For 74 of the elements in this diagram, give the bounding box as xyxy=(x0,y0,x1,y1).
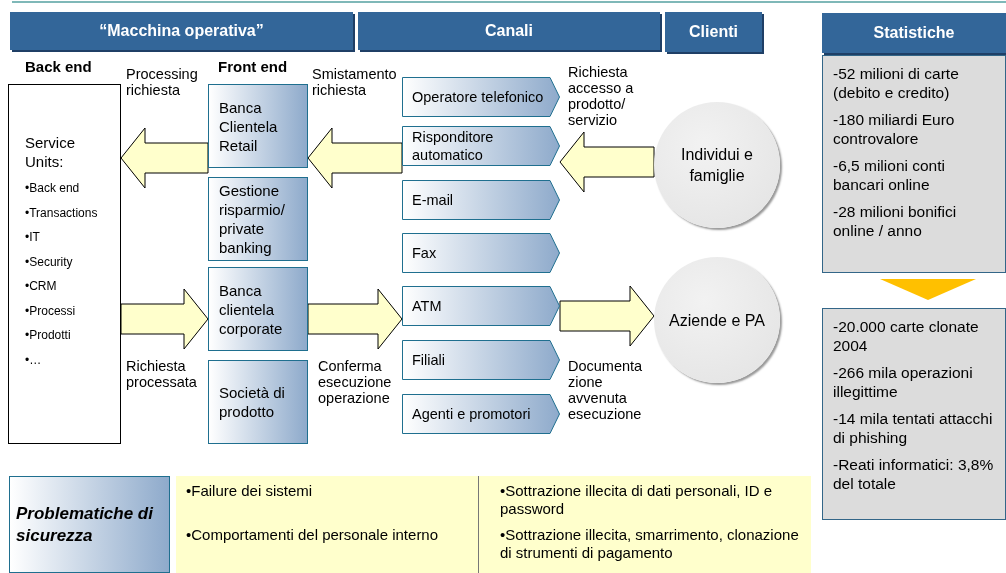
list-item: •Prodotti xyxy=(25,328,72,342)
node-text: Agenti e promotori xyxy=(412,405,531,423)
process-box xyxy=(208,177,308,261)
list-item: •Comportamenti del personale interno xyxy=(186,526,440,545)
node-text: Società di prodotto xyxy=(219,383,286,421)
list-item: -266 mila operazioni illegittime xyxy=(833,363,974,401)
header-band xyxy=(10,12,353,50)
header-text: Clienti xyxy=(689,23,738,41)
node-text: Aziende e PA xyxy=(669,310,765,331)
channel-tag xyxy=(402,233,560,273)
list-item: •Sottrazione illecita di dati personali, ID e password xyxy=(500,482,774,518)
list-item: -28 milioni bonifici online / anno xyxy=(833,202,958,240)
header-band xyxy=(822,13,1006,53)
node-text: Banca Clientela Retail xyxy=(219,97,279,155)
list-item: •IT xyxy=(25,230,41,244)
chevron-arrow xyxy=(880,279,976,300)
header-text: Statistiche xyxy=(873,24,955,42)
edge-label: Conferma esecuzione operazione xyxy=(318,358,393,406)
list-item: •Security xyxy=(25,254,74,269)
list-item: -6,5 milioni conti bancari online xyxy=(833,156,946,194)
list-item: •Failure dei sistemi xyxy=(186,482,314,501)
block-arrow xyxy=(120,288,209,350)
process-box xyxy=(208,267,308,351)
list-item: -14 mila tentati attacchi di phishing xyxy=(833,409,994,447)
node-text: Filiali xyxy=(412,351,446,369)
channel-tag xyxy=(402,286,560,326)
edge-label: Processing richiesta xyxy=(126,66,199,98)
channel-tag xyxy=(402,180,560,220)
channel-tag xyxy=(402,340,560,380)
channel-tag xyxy=(402,77,560,117)
list-item: -20.000 carte clonate 2004 xyxy=(833,317,980,355)
header-text: “Macchina operativa” xyxy=(99,22,264,40)
edge-label: Smistamento richiesta xyxy=(312,66,398,98)
node-text: Individui e famiglie xyxy=(679,145,754,186)
block-arrow xyxy=(120,127,209,189)
channel-tag xyxy=(402,126,560,166)
node-text: Risponditore automatico xyxy=(412,128,495,164)
column-heading: Back end xyxy=(25,59,92,75)
block-arrow xyxy=(559,131,655,193)
node-text: Operatore telefonico xyxy=(412,88,544,106)
process-box xyxy=(8,84,121,444)
list-item: •Transactions xyxy=(25,205,99,220)
node-text: Fax xyxy=(412,244,437,262)
channel-tag xyxy=(402,394,560,434)
list-item: •CRM xyxy=(25,279,58,293)
node-text: Banca clientela corporate xyxy=(219,280,284,338)
node-text: Problematiche di sicurezza xyxy=(16,502,155,547)
node-text: ATM xyxy=(412,297,442,315)
list-item: •Back end xyxy=(25,181,81,195)
block-arrow xyxy=(307,127,403,189)
list-item: -52 milioni di carte (debito e credito) xyxy=(833,64,960,102)
process-box xyxy=(208,360,308,444)
stats-panel xyxy=(822,55,1006,273)
header-text: Canali xyxy=(485,22,533,40)
header-band xyxy=(665,12,762,52)
list-item: -Reati informatici: 3,8% del totale xyxy=(833,455,995,493)
list-item: •Processi xyxy=(25,303,77,318)
note-panel xyxy=(176,476,811,573)
list-item: •Sottrazione illecita, smarrimento, clonazione di strumenti di pagamento xyxy=(500,526,800,562)
edge-label: Richiesta processata xyxy=(126,358,198,390)
edge-label: Richiesta accesso a prodotto/ servizio xyxy=(568,64,635,128)
column-heading: Front end xyxy=(218,59,288,75)
list-item: •… xyxy=(25,352,43,367)
node-text: Gestione risparmio/ private banking xyxy=(219,181,286,257)
node-text: E-mail xyxy=(412,191,454,209)
header-band xyxy=(358,12,660,50)
process-box xyxy=(208,84,308,168)
edge-label: Documentazione avvenuta esecuzione xyxy=(568,358,644,422)
stats-panel xyxy=(822,308,1006,520)
box-heading: Service Units: xyxy=(25,133,77,171)
block-arrow xyxy=(559,285,655,347)
heading-box xyxy=(9,476,170,573)
list-item: -180 miliardi Euro controvalore xyxy=(833,110,956,148)
block-arrow xyxy=(307,288,403,350)
